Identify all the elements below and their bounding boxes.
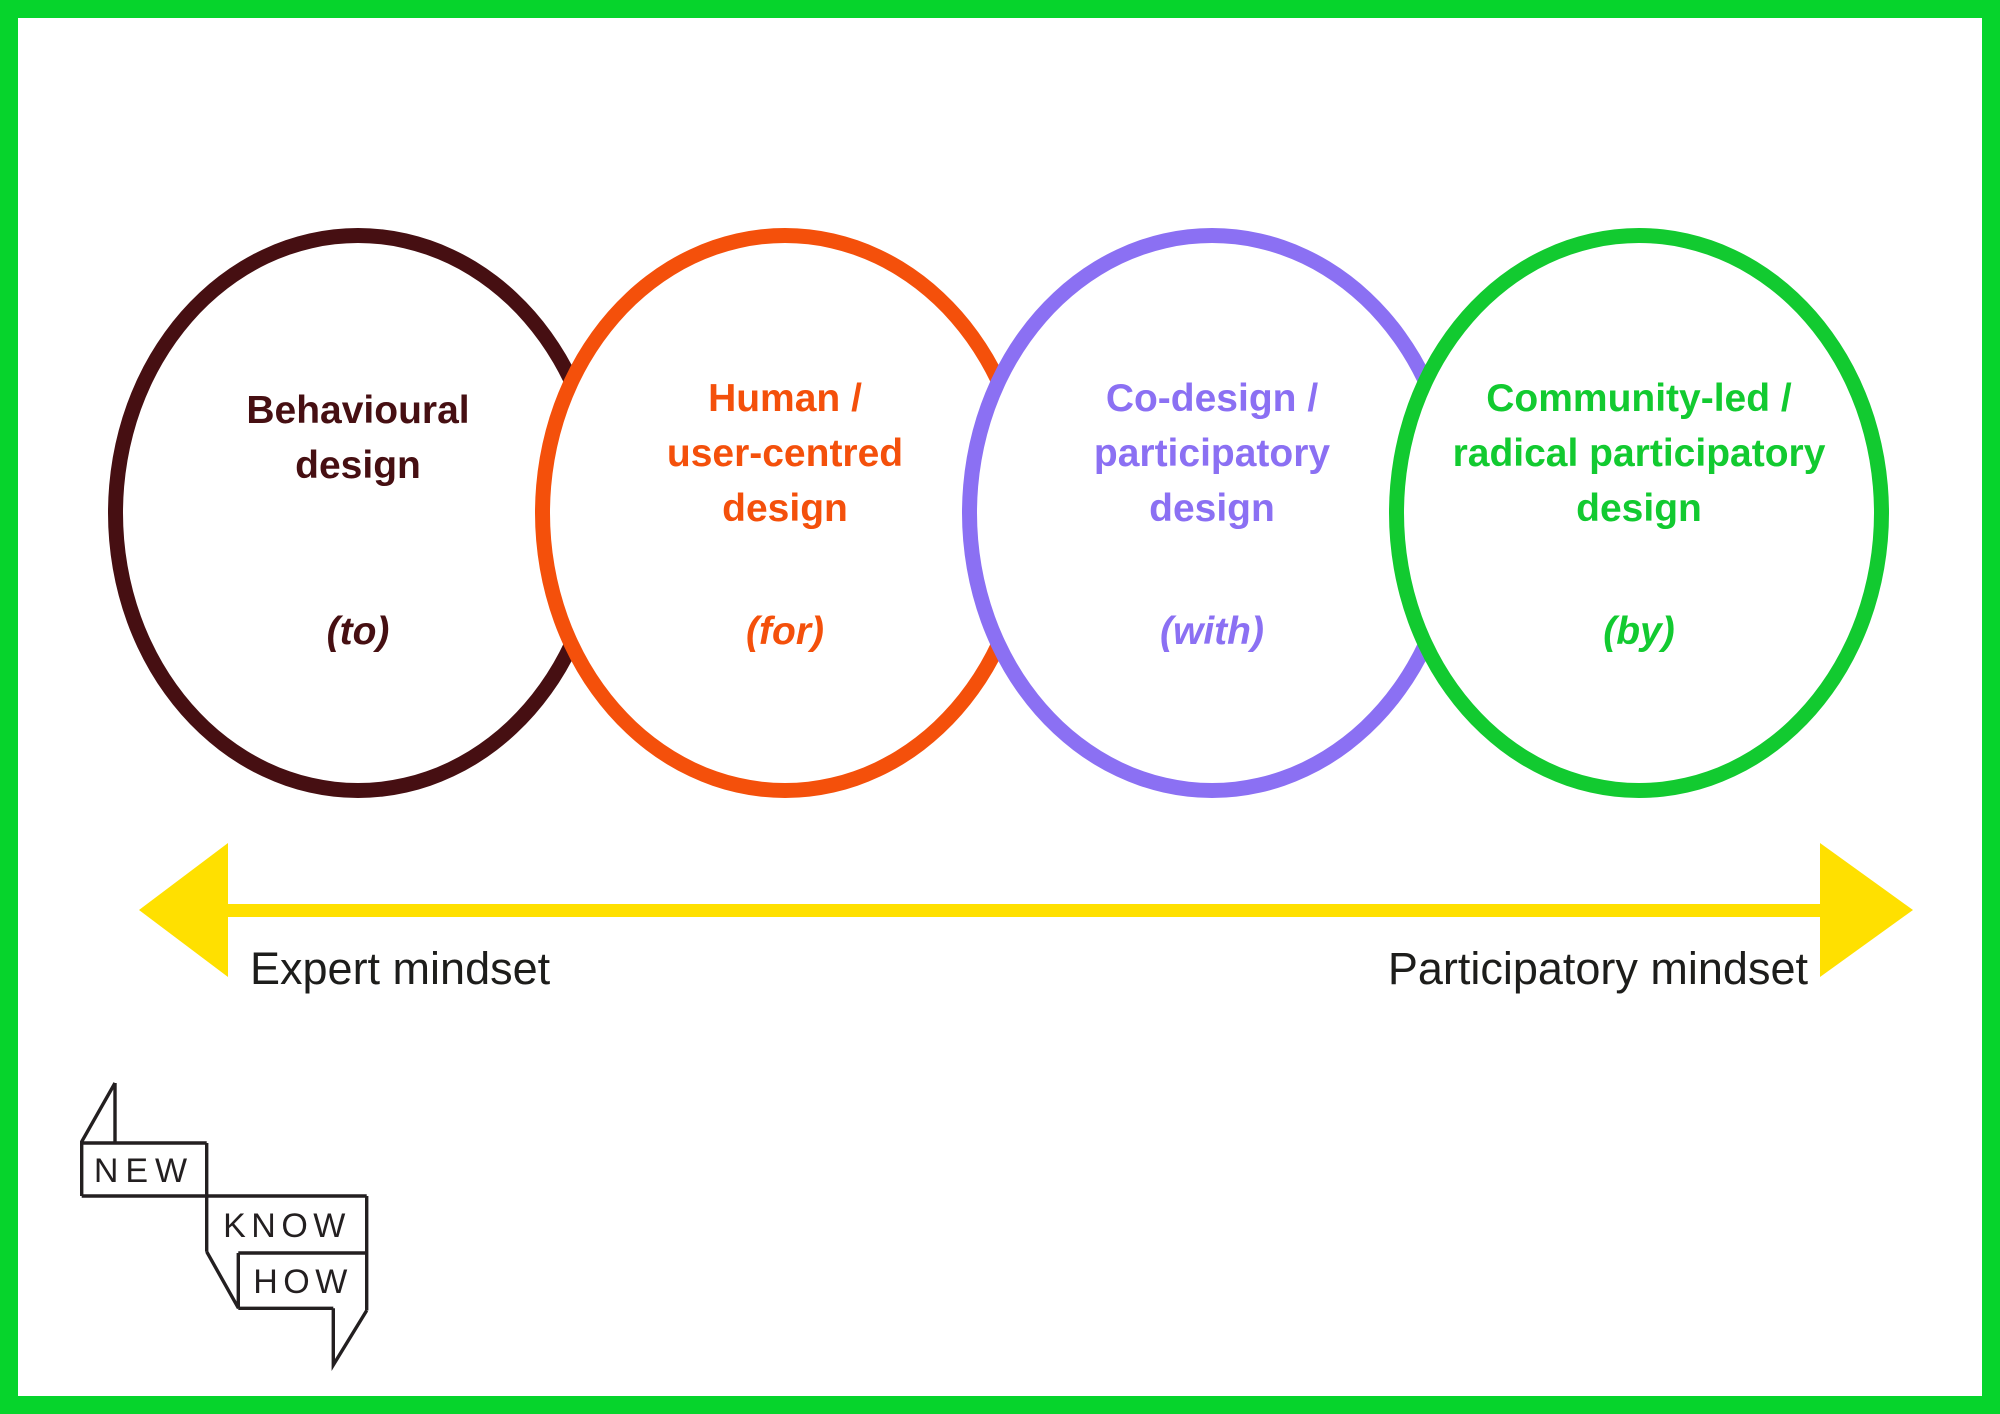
circle-title-line: Human / bbox=[708, 377, 862, 420]
arrow-head-right-icon bbox=[1820, 843, 1913, 977]
circle-title: Human / user-centred design bbox=[667, 371, 903, 536]
circle-preposition: (by) bbox=[1603, 610, 1675, 653]
logo-word-know: KNOW bbox=[223, 1207, 351, 1245]
circle-title-line: Behavioural bbox=[246, 389, 470, 432]
circle-community-led-radical-participatory-design: Community-led / radical participatory de… bbox=[1389, 228, 1889, 798]
circle-title-line: design bbox=[1149, 487, 1275, 530]
circle-behavioural-design: Behavioural design (to) bbox=[108, 228, 608, 798]
arrow-head-left-icon bbox=[139, 843, 228, 977]
circle-title-line: user-centred bbox=[666, 432, 904, 475]
logo-word-new: NEW bbox=[94, 1152, 194, 1190]
new-know-how-logo: NEW KNOW HOW bbox=[80, 1082, 369, 1372]
logo-word-how: HOW bbox=[253, 1263, 353, 1301]
logo-outline bbox=[80, 1082, 369, 1372]
circle-title-line: Community-led / bbox=[1486, 377, 1792, 420]
circle-co-design-participatory-design: Co-design / participatory design (with) bbox=[962, 228, 1462, 798]
circle-title-line: design bbox=[722, 487, 848, 530]
circle-title: Co-design / participatory design bbox=[1094, 371, 1330, 536]
circle-title-line: design bbox=[295, 444, 421, 487]
circle-preposition: (to) bbox=[326, 610, 390, 653]
arrow-shaft bbox=[220, 904, 1828, 917]
circle-title-line: design bbox=[1576, 487, 1702, 530]
circle-title: Behavioural design bbox=[246, 383, 469, 493]
circle-human-user-centred-design: Human / user-centred design (for) bbox=[535, 228, 1035, 798]
circle-title-line: Co-design / bbox=[1105, 377, 1319, 420]
circle-title: Community-led / radical participatory de… bbox=[1453, 371, 1826, 536]
circle-title-line: radical participatory bbox=[1452, 432, 1826, 475]
participatory-mindset-label: Participatory mindset bbox=[1387, 943, 1808, 994]
expert-mindset-label: Expert mindset bbox=[250, 943, 551, 994]
circle-preposition: (for) bbox=[746, 610, 824, 653]
circle-title-line: participatory bbox=[1093, 432, 1331, 475]
mindset-axis-arrow bbox=[139, 843, 1913, 977]
circle-preposition: (with) bbox=[1160, 610, 1264, 653]
